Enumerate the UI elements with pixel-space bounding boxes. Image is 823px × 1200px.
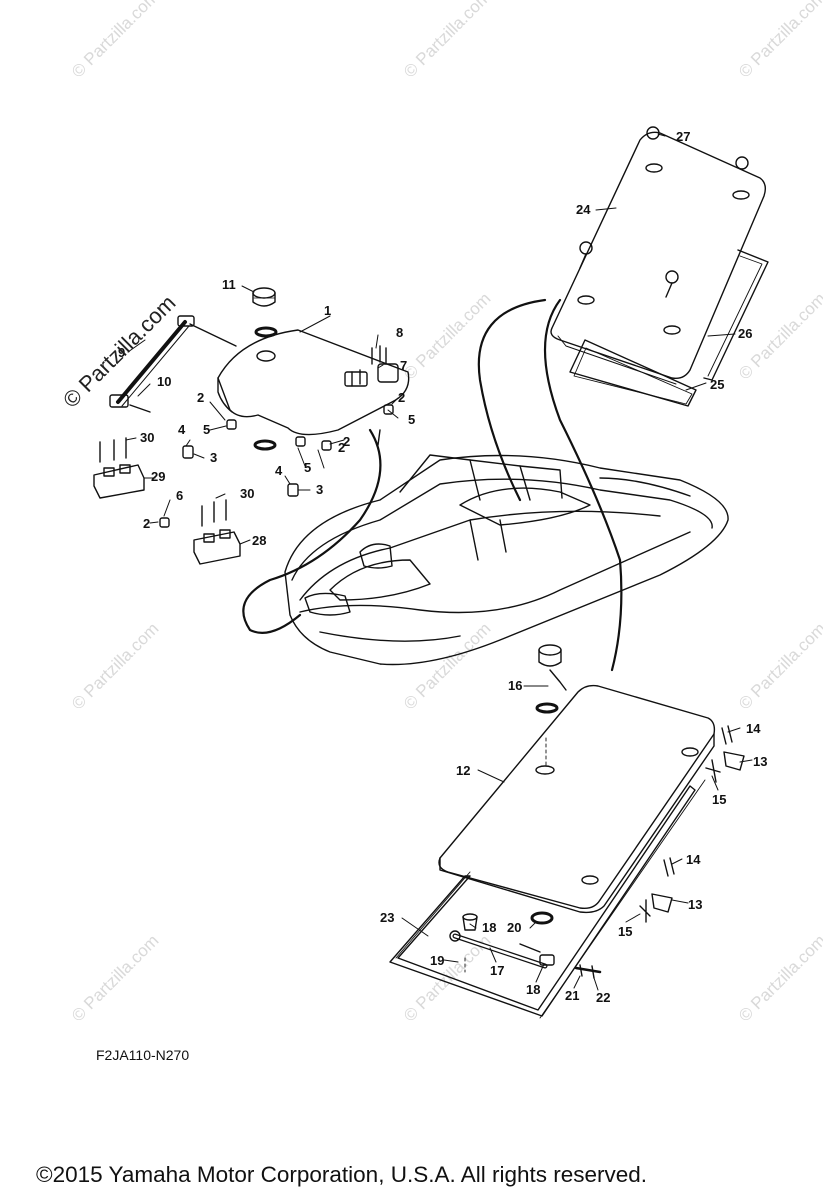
callout: 23 bbox=[380, 910, 394, 925]
callout: 2 bbox=[338, 440, 345, 455]
callout: 30 bbox=[140, 430, 154, 445]
callout: 4 bbox=[178, 422, 186, 437]
leader-lines bbox=[125, 133, 753, 991]
callout: 21 bbox=[565, 988, 579, 1003]
callout: 15 bbox=[712, 792, 726, 807]
callout: 8 bbox=[396, 325, 403, 340]
callout: 26 bbox=[738, 326, 752, 341]
boat-hull bbox=[284, 454, 729, 666]
latch-part-29 bbox=[93, 437, 145, 499]
callout: 1 bbox=[324, 303, 331, 318]
callout: 17 bbox=[490, 963, 504, 978]
callout: 28 bbox=[252, 533, 266, 548]
callout: 20 bbox=[507, 920, 521, 935]
callout: 4 bbox=[275, 463, 283, 478]
callout: 2 bbox=[343, 434, 350, 449]
frame-part-23 bbox=[389, 779, 706, 1019]
callout: 24 bbox=[576, 202, 591, 217]
frame-part-25 bbox=[569, 249, 769, 407]
callout: 13 bbox=[688, 897, 702, 912]
callout: 13 bbox=[753, 754, 767, 769]
strap-part-9 bbox=[109, 315, 237, 413]
callout: 2 bbox=[398, 390, 405, 405]
callout: 6 bbox=[176, 488, 183, 503]
callout: 14 bbox=[746, 721, 761, 736]
cap-part-11 bbox=[252, 287, 276, 307]
callout: 3 bbox=[316, 482, 323, 497]
callout: 30 bbox=[240, 486, 254, 501]
callout: 15 bbox=[618, 924, 632, 939]
callout: 29 bbox=[151, 469, 165, 484]
diagram-code: F2JA110-N270 bbox=[96, 1047, 190, 1063]
cushion-part-12 bbox=[438, 684, 716, 914]
callout: 3 bbox=[210, 450, 217, 465]
callout: 7 bbox=[400, 358, 407, 373]
callout: 16 bbox=[508, 678, 522, 693]
callout: 18 bbox=[526, 982, 540, 997]
latch-part-28 bbox=[193, 499, 241, 565]
callout: 2 bbox=[143, 516, 150, 531]
callout: 9 bbox=[118, 345, 125, 360]
callout: 22 bbox=[596, 990, 610, 1005]
copyright-notice: ©2015 Yamaha Motor Corporation, U.S.A. A… bbox=[36, 1162, 648, 1187]
hinge-part-17 bbox=[449, 911, 602, 979]
callout: 10 bbox=[157, 374, 171, 389]
callout: 19 bbox=[430, 953, 444, 968]
callout-labels: 1 2 2 2 2 2 3 3 4 4 5 5 5 6 7 8 9 10 11 … bbox=[118, 129, 767, 1005]
callout: 2 bbox=[197, 390, 204, 405]
storage-lid-part-1 bbox=[217, 326, 410, 451]
callout: 12 bbox=[456, 763, 470, 778]
cushion-part-24 bbox=[550, 126, 767, 385]
callout: 27 bbox=[676, 129, 690, 144]
cap-part-16 bbox=[535, 644, 567, 714]
callout: 5 bbox=[408, 412, 415, 427]
callout: 5 bbox=[304, 460, 311, 475]
callout: 18 bbox=[482, 920, 496, 935]
callout: 25 bbox=[710, 377, 724, 392]
callout: 14 bbox=[686, 852, 701, 867]
callout: 5 bbox=[203, 422, 210, 437]
callout: 11 bbox=[222, 277, 236, 292]
